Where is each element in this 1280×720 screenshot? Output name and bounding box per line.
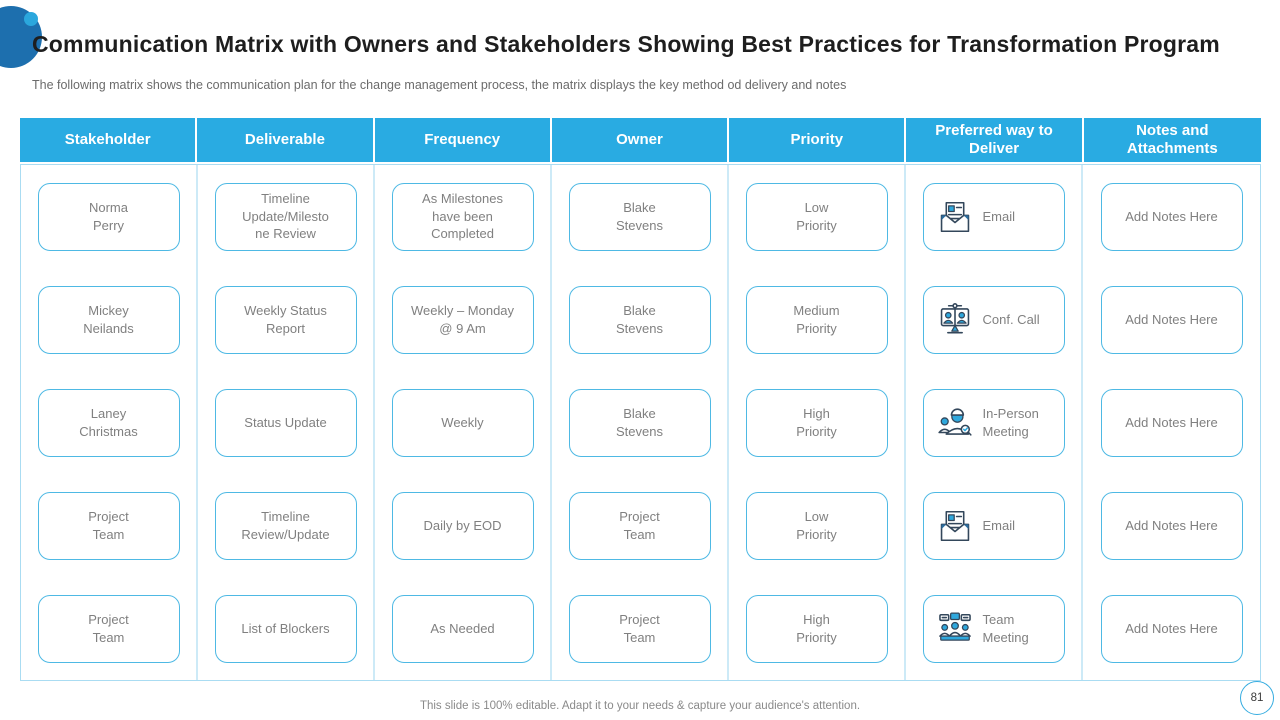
- preferred-way-box[interactable]: Team Meeting: [922, 594, 1065, 663]
- frequency-box[interactable]: As Needed: [391, 594, 534, 663]
- table-cell: Email: [906, 474, 1083, 577]
- stakeholder-box[interactable]: Norma Perry: [37, 182, 180, 251]
- notes-box[interactable]: Add Notes Here: [1100, 491, 1243, 560]
- preferred-way-box[interactable]: Email: [922, 182, 1065, 251]
- notes-box[interactable]: Add Notes Here: [1100, 182, 1243, 251]
- frequency-box[interactable]: Weekly – Monday @ 9 Am: [391, 285, 534, 354]
- table-cell: Timeline Review/Update: [198, 474, 375, 577]
- page-number-badge: 81: [1240, 681, 1274, 715]
- deliverable-box[interactable]: List of Blockers: [214, 594, 357, 663]
- notes-box[interactable]: Add Notes Here: [1100, 388, 1243, 457]
- table-cell: Project Team: [21, 474, 198, 577]
- deliverable-box[interactable]: Timeline Update/Milestone Review: [214, 182, 357, 251]
- table-cell: Medium Priority: [729, 268, 906, 371]
- table-cell: Blake Stevens: [552, 268, 729, 371]
- table-cell: Add Notes Here: [1083, 268, 1260, 371]
- preferred-way-box[interactable]: Conf. Call: [922, 285, 1065, 354]
- column-header-owner: Owner: [552, 118, 730, 162]
- preferred-way-box[interactable]: Email: [922, 491, 1065, 560]
- table-cell: As Needed: [375, 577, 552, 680]
- table-cell: Add Notes Here: [1083, 371, 1260, 474]
- table-cell: Project Team: [552, 474, 729, 577]
- page-title: Communication Matrix with Owners and Sta…: [32, 31, 1220, 57]
- table-cell: Add Notes Here: [1083, 165, 1260, 268]
- owner-box[interactable]: Project Team: [568, 594, 711, 663]
- table-cell: Weekly – Monday @ 9 Am: [375, 268, 552, 371]
- notes-box[interactable]: Add Notes Here: [1100, 285, 1243, 354]
- table-cell: Low Priority: [729, 165, 906, 268]
- table-cell: Laney Christmas: [21, 371, 198, 474]
- column-header-frequency: Frequency: [375, 118, 552, 162]
- table-cell: Daily by EOD: [375, 474, 552, 577]
- preferred-way-box[interactable]: In-Person Meeting: [922, 388, 1065, 457]
- priority-box[interactable]: Low Priority: [745, 491, 888, 560]
- table-cell: Project Team: [552, 577, 729, 680]
- stakeholder-box[interactable]: Project Team: [37, 594, 180, 663]
- owner-box[interactable]: Blake Stevens: [568, 182, 711, 251]
- deliverable-box[interactable]: Status Update: [214, 388, 357, 457]
- email-icon: [940, 201, 969, 232]
- table-cell: Blake Stevens: [552, 371, 729, 474]
- table-cell: Status Update: [198, 371, 375, 474]
- table-cell: Project Team: [21, 577, 198, 680]
- table-cell: Add Notes Here: [1083, 474, 1260, 577]
- table-cell: Timeline Update/Milestone Review: [198, 165, 375, 268]
- team-meeting-icon: [938, 612, 971, 641]
- priority-box[interactable]: High Priority: [745, 388, 888, 457]
- table-cell: List of Blockers: [198, 577, 375, 680]
- deliverable-box[interactable]: Timeline Review/Update: [214, 491, 357, 560]
- column-header-priority: Priority: [729, 118, 907, 162]
- footer-note: This slide is 100% editable. Adapt it to…: [419, 700, 861, 712]
- table-header-row: Stakeholder Deliverable Frequency Owner …: [20, 118, 1261, 162]
- owner-box[interactable]: Blake Stevens: [568, 285, 711, 354]
- stakeholder-box[interactable]: Mickey Neilands: [37, 285, 180, 354]
- table-cell: Norma Perry: [21, 165, 198, 268]
- table-cell: Email: [906, 165, 1083, 268]
- table-cell: Low Priority: [729, 474, 906, 577]
- frequency-box[interactable]: Daily by EOD: [391, 491, 534, 560]
- table-cell: In-Person Meeting: [906, 371, 1083, 474]
- email-icon: [940, 510, 969, 541]
- table-cell: Team Meeting: [906, 577, 1083, 680]
- table-cell: Blake Stevens: [552, 165, 729, 268]
- conference-call-icon: [940, 302, 969, 333]
- table-cell: High Priority: [729, 577, 906, 680]
- deliverable-box[interactable]: Weekly Status Report: [214, 285, 357, 354]
- priority-box[interactable]: Medium Priority: [745, 285, 888, 354]
- owner-box[interactable]: Project Team: [568, 491, 711, 560]
- column-header-deliverable: Deliverable: [197, 118, 375, 162]
- frequency-box[interactable]: Weekly: [391, 388, 534, 457]
- priority-box[interactable]: Low Priority: [745, 182, 888, 251]
- column-header-stakeholder: Stakeholder: [20, 118, 198, 162]
- in-person-meeting-icon: [937, 407, 972, 436]
- table-cell: As Milestones have been Completed: [375, 165, 552, 268]
- table-cell: Mickey Neilands: [21, 268, 198, 371]
- table-cell: Weekly Status Report: [198, 268, 375, 371]
- table-cell: Add Notes Here: [1083, 577, 1260, 680]
- priority-box[interactable]: High Priority: [745, 594, 888, 663]
- table-cell: Conf. Call: [906, 268, 1083, 371]
- table-cell: High Priority: [729, 371, 906, 474]
- communication-matrix-table: Stakeholder Deliverable Frequency Owner …: [20, 118, 1261, 681]
- column-header-preferred-way: Preferred way to Deliver: [906, 118, 1084, 162]
- owner-box[interactable]: Blake Stevens: [568, 388, 711, 457]
- stakeholder-box[interactable]: Laney Christmas: [37, 388, 180, 457]
- stakeholder-box[interactable]: Project Team: [37, 491, 180, 560]
- notes-box[interactable]: Add Notes Here: [1100, 594, 1243, 663]
- logo-dot: [24, 12, 38, 26]
- table-cell: Weekly: [375, 371, 552, 474]
- table-body: Norma Perry Timeline Update/Milestone Re…: [20, 164, 1261, 681]
- frequency-box[interactable]: As Milestones have been Completed: [391, 182, 534, 251]
- page-subtitle: The following matrix shows the communica…: [32, 78, 847, 92]
- column-header-notes: Notes and Attachments: [1126, 122, 1218, 157]
